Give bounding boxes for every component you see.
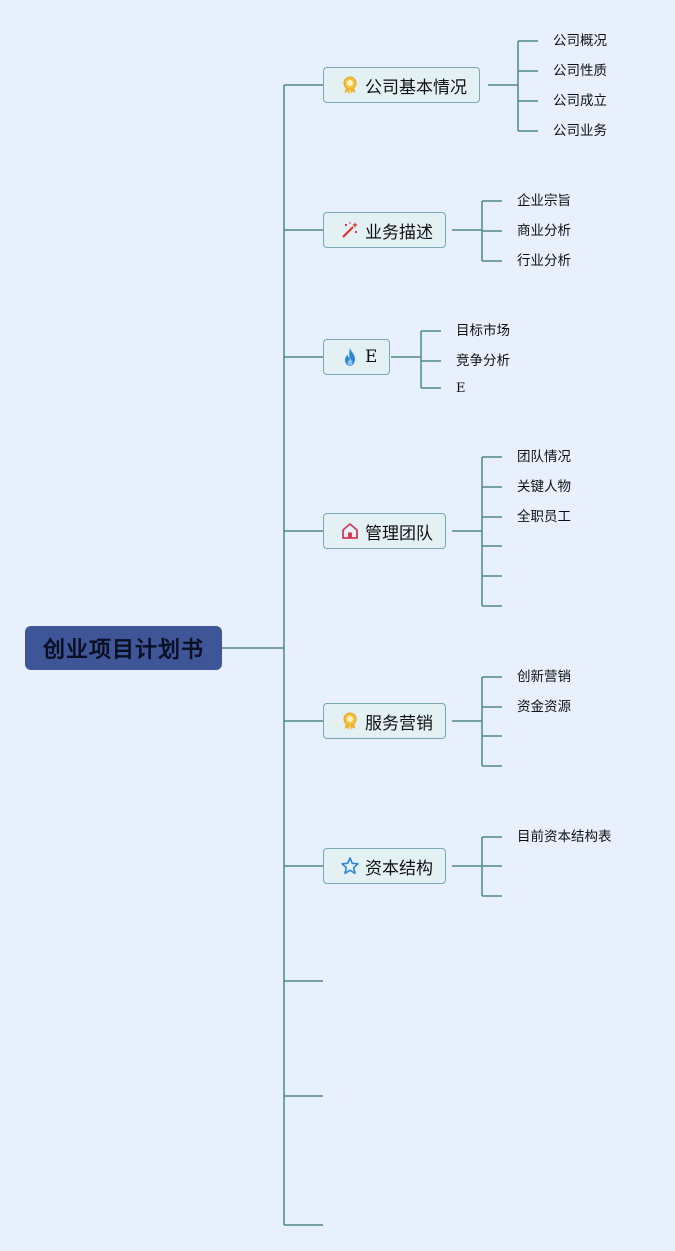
branch-label: 公司基本情况 xyxy=(365,77,467,98)
leaf-node[interactable]: 竞争分析 xyxy=(456,353,510,369)
leaf-node[interactable]: 公司概况 xyxy=(553,33,607,49)
branch-label: 业务描述 xyxy=(365,222,433,243)
branch-label: 服务营销 xyxy=(365,713,433,734)
leaf-node[interactable]: E xyxy=(456,381,466,396)
leaf-node[interactable]: 公司业务 xyxy=(553,123,607,139)
branch-capital-structure[interactable]: 资本结构 xyxy=(323,848,446,884)
branch-label: 资本结构 xyxy=(365,858,433,879)
leaf-node[interactable]: 团队情况 xyxy=(517,449,571,465)
branch-market[interactable]: E xyxy=(323,339,391,375)
leaf-node[interactable]: 目标市场 xyxy=(456,323,510,339)
magic-wand-icon xyxy=(340,220,360,240)
home-icon xyxy=(340,521,360,541)
leaf-node[interactable]: 创新营销 xyxy=(517,669,571,685)
branch-label: 管理团队 xyxy=(365,523,433,544)
leaf-node[interactable]: 关键人物 xyxy=(517,479,571,495)
leaf-node[interactable]: 全职员工 xyxy=(517,509,571,525)
branch-management-team[interactable]: 管理团队 xyxy=(323,513,446,549)
branch-service-marketing[interactable]: 服务营销 xyxy=(323,703,446,739)
flame-icon xyxy=(340,347,360,367)
leaf-node[interactable]: 商业分析 xyxy=(517,223,571,239)
branch-business-description[interactable]: 业务描述 xyxy=(323,212,446,248)
root-topic-label: 创业项目计划书 xyxy=(42,638,204,663)
leaf-node[interactable]: 目前资本结构表 xyxy=(517,829,612,845)
star-icon xyxy=(340,856,360,876)
award-ribbon-icon xyxy=(340,711,360,731)
branch-label: E xyxy=(365,347,378,367)
leaf-node[interactable]: 行业分析 xyxy=(517,253,571,269)
branch-company-overview[interactable]: 公司基本情况 xyxy=(323,67,480,103)
leaf-node[interactable]: 公司性质 xyxy=(553,63,607,79)
leaf-node[interactable]: 资金资源 xyxy=(517,699,571,715)
award-ribbon-icon xyxy=(340,75,360,95)
root-topic[interactable]: 创业项目计划书 xyxy=(25,626,222,670)
leaf-node[interactable]: 公司成立 xyxy=(553,93,607,109)
leaf-node[interactable]: 企业宗旨 xyxy=(517,193,571,209)
